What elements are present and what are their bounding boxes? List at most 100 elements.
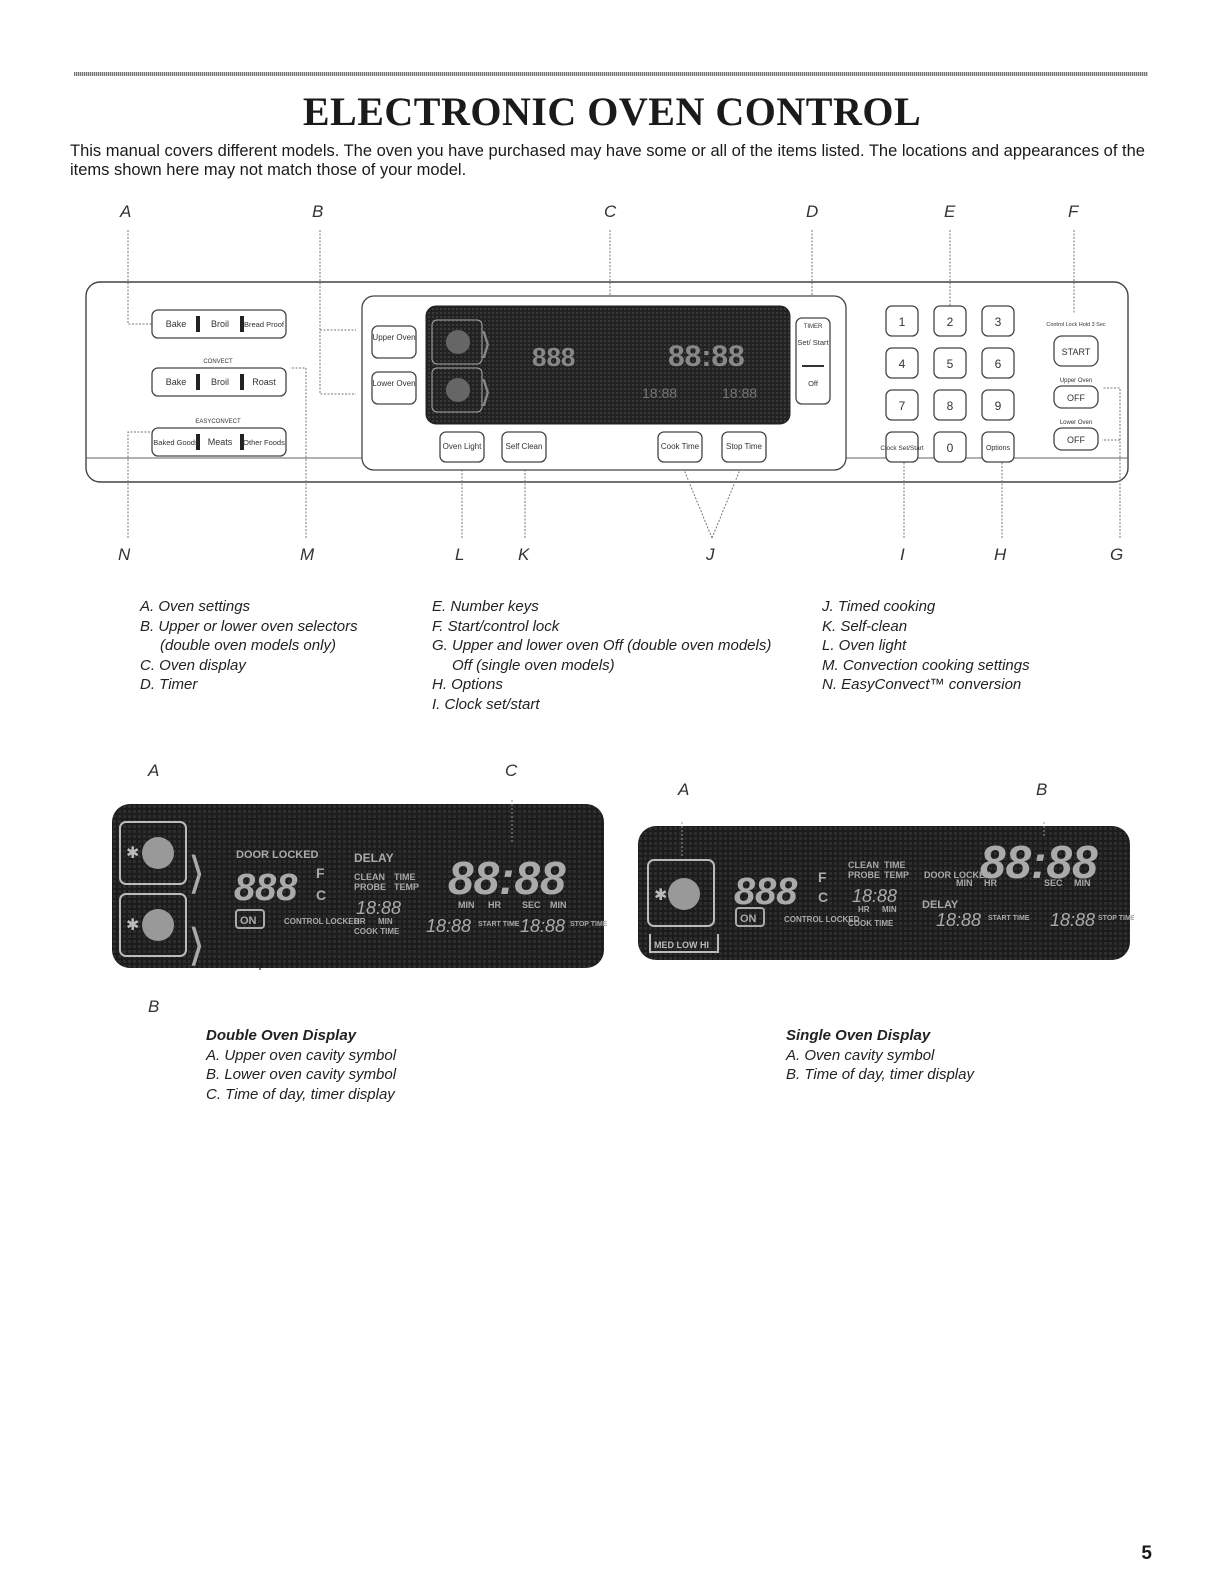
double-min: MIN bbox=[458, 900, 475, 910]
key-2[interactable]: 2 bbox=[947, 315, 954, 329]
single-med-low-hi: MED LOW HI bbox=[654, 940, 709, 950]
btn-convect-roast[interactable]: Roast bbox=[252, 377, 276, 387]
double-delay: DELAY bbox=[354, 851, 394, 865]
double-control-locked: CONTROL LOCKED bbox=[284, 917, 360, 926]
key-4[interactable]: 4 bbox=[899, 357, 906, 371]
single-hr-2: HR bbox=[858, 905, 870, 914]
btn-meats[interactable]: Meats bbox=[208, 437, 233, 447]
double-deg-f: F bbox=[316, 865, 325, 881]
btn-other-foods[interactable]: Other Foods bbox=[243, 438, 285, 447]
key-7[interactable]: 7 bbox=[899, 399, 906, 413]
btn-self-clean[interactable]: Self Clean bbox=[506, 442, 543, 451]
key-1[interactable]: 1 bbox=[899, 315, 906, 329]
btn-lower-oven[interactable]: Lower Oven bbox=[372, 379, 415, 388]
double-min-3: MIN bbox=[378, 917, 393, 926]
page-title: ELECTRONIC OVEN CONTROL bbox=[302, 89, 922, 134]
btn-cook-time[interactable]: Cook Time bbox=[661, 442, 700, 451]
single-temp-digits: 888 bbox=[734, 871, 798, 913]
single-start-time: START TIME bbox=[988, 915, 1030, 922]
single-stop-digits: 18:88 bbox=[1050, 910, 1095, 930]
lower-oven-off-label: Lower Oven bbox=[1060, 420, 1092, 426]
double-start-time: START TIME bbox=[478, 921, 520, 928]
key-8[interactable]: 8 bbox=[947, 399, 954, 413]
double-min-2: MIN bbox=[550, 900, 567, 910]
single-probe-time: 18:88 bbox=[852, 886, 897, 906]
btn-oven-light[interactable]: Oven Light bbox=[443, 442, 482, 451]
upper-oven-off-label: Upper Oven bbox=[1060, 378, 1092, 384]
btn-baked-goods[interactable]: Baked Goods bbox=[153, 438, 199, 447]
btn-bake[interactable]: Bake bbox=[166, 319, 187, 329]
double-big-clock: 88:88 bbox=[448, 852, 566, 904]
legend-col-3: J. Timed cooking K. Self-clean L. Oven l… bbox=[822, 598, 1030, 693]
svg-text:⟩: ⟩ bbox=[480, 376, 492, 409]
key-5[interactable]: 5 bbox=[947, 357, 954, 371]
page-number: 5 bbox=[1141, 1543, 1152, 1564]
btn-options[interactable]: Options bbox=[986, 445, 1011, 452]
callout-h: H bbox=[994, 545, 1007, 564]
panel-lcd-clock: 88:88 bbox=[668, 340, 745, 373]
btn-stop-time[interactable]: Stop Time bbox=[726, 442, 763, 451]
single-start-digits: 18:88 bbox=[936, 910, 981, 930]
btn-timer-off[interactable]: Off bbox=[808, 379, 819, 388]
btn-lower-off[interactable]: OFF bbox=[1067, 435, 1085, 445]
double-on: ON bbox=[240, 915, 257, 927]
key-0[interactable]: 0 bbox=[947, 441, 954, 455]
btn-upper-off[interactable]: OFF bbox=[1067, 393, 1085, 403]
svg-text:✱: ✱ bbox=[126, 845, 139, 862]
svg-text:⟩: ⟩ bbox=[480, 328, 492, 361]
double-probe: PROBE bbox=[354, 882, 386, 892]
double-display-legend: Double Oven Display A. Upper oven cavity… bbox=[206, 1027, 397, 1103]
key-6[interactable]: 6 bbox=[995, 357, 1002, 371]
double-door-locked: DOOR LOCKED bbox=[236, 849, 319, 861]
single-on: ON bbox=[740, 913, 757, 925]
double-start-digits: 18:88 bbox=[426, 916, 471, 936]
timer-label: TIMER bbox=[804, 324, 823, 330]
key-9[interactable]: 9 bbox=[995, 399, 1002, 413]
single-callout-a: A bbox=[678, 780, 690, 799]
double-clean: CLEAN bbox=[354, 872, 385, 882]
btn-convect-broil[interactable]: Broil bbox=[211, 377, 229, 387]
double-hr: HR bbox=[488, 900, 501, 910]
double-hr-2: HR bbox=[354, 917, 366, 926]
single-probe: PROBE bbox=[848, 870, 880, 880]
double-time: TIME bbox=[394, 872, 416, 882]
convect-label: CONVECT bbox=[203, 359, 233, 365]
double-temp: TEMP bbox=[394, 882, 419, 892]
callout-d: D bbox=[806, 202, 819, 221]
single-control-locked: CONTROL LOCKED bbox=[784, 915, 860, 924]
single-cook-time: COOK TIME bbox=[848, 919, 894, 928]
key-3[interactable]: 3 bbox=[995, 315, 1002, 329]
svg-text:⟩: ⟩ bbox=[188, 849, 205, 898]
callout-b: B bbox=[312, 202, 324, 221]
double-deg-c: C bbox=[316, 887, 326, 903]
btn-broil[interactable]: Broil bbox=[211, 319, 229, 329]
svg-text:✱: ✱ bbox=[654, 887, 667, 904]
btn-clock-set-start[interactable]: Clock Set/Start bbox=[880, 445, 924, 452]
single-deg-f: F bbox=[818, 869, 827, 885]
double-temp-digits: 888 bbox=[234, 867, 298, 909]
single-big-clock: 88:88 bbox=[980, 836, 1098, 888]
callout-e: E bbox=[944, 202, 956, 221]
double-callout-c: C bbox=[505, 761, 518, 780]
callout-m: M bbox=[300, 545, 315, 564]
btn-start[interactable]: START bbox=[1062, 347, 1091, 357]
btn-bread-proof[interactable]: Bread Proof bbox=[244, 320, 285, 329]
intro-paragraph: This manual covers different models. The… bbox=[70, 142, 1145, 179]
double-stop-digits: 18:88 bbox=[520, 916, 565, 936]
single-hr: HR bbox=[984, 878, 997, 888]
legend-col-1: A. Oven settings B. Upper or lower oven … bbox=[140, 598, 358, 693]
single-deg-c: C bbox=[818, 889, 828, 905]
single-delay: DELAY bbox=[922, 899, 959, 911]
legend-col-2: E. Number keys F. Start/control lock G. … bbox=[432, 598, 772, 713]
single-temp: TEMP bbox=[884, 870, 909, 880]
double-callout-b: B bbox=[148, 997, 160, 1016]
panel-lcd-small-2: 18:88 bbox=[722, 385, 757, 401]
double-sec: SEC bbox=[522, 900, 541, 910]
btn-timer-set-start[interactable]: Set/ Start bbox=[797, 338, 829, 347]
svg-text:✱: ✱ bbox=[126, 917, 139, 934]
svg-text:⟩: ⟩ bbox=[188, 921, 205, 970]
control-panel-diagram: Bake Broil Bread Proof CONVECT Bake Broi… bbox=[85, 230, 1129, 539]
callout-c: C bbox=[604, 202, 617, 221]
btn-upper-oven[interactable]: Upper Oven bbox=[372, 333, 415, 342]
btn-convect-bake[interactable]: Bake bbox=[166, 377, 187, 387]
